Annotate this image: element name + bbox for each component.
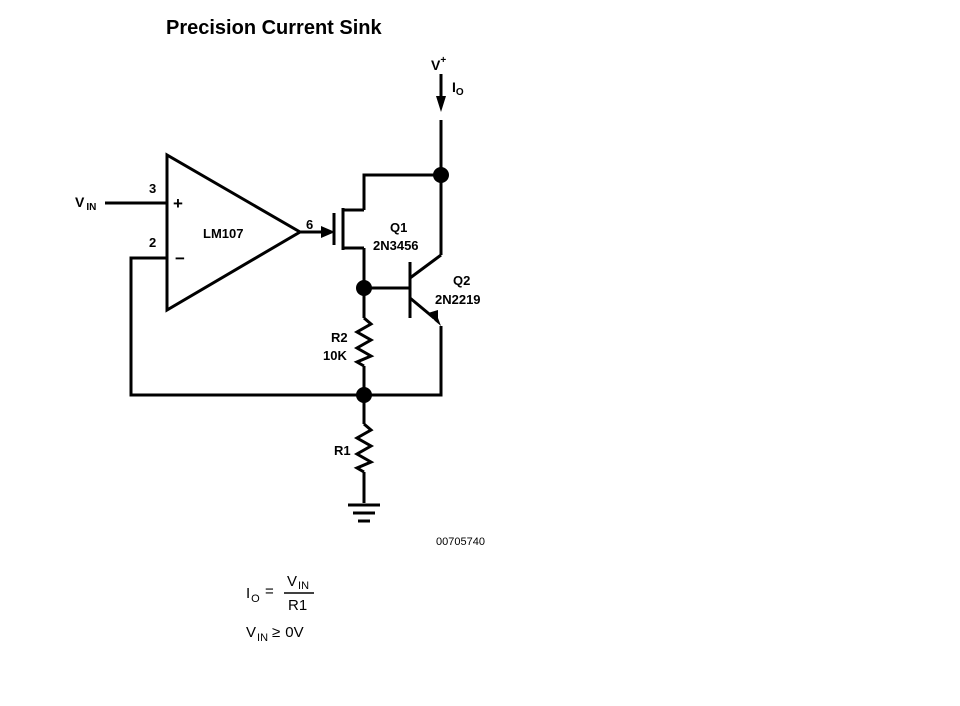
equation: IO = VIN R1 VIN≥0V — [246, 573, 314, 644]
opamp-minus: − — [175, 249, 185, 268]
opamp-plus: + — [173, 194, 183, 213]
eq-equals: = — [265, 583, 274, 600]
q1-ref: Q1 — [390, 220, 407, 235]
current-arrow-head — [436, 96, 446, 112]
q1-drain-wire — [362, 173, 441, 210]
opamp-body — [165, 152, 303, 313]
eq-lhs: IO — [246, 585, 260, 605]
feedback-wire — [129, 256, 364, 397]
gate-arrow-head — [321, 226, 335, 238]
q1-part: 2N3456 — [373, 238, 419, 253]
q2-ref: Q2 — [453, 273, 470, 288]
figure-code: 00705740 — [436, 536, 485, 548]
pin-inv: 2 — [149, 235, 156, 250]
diagram-title: Precision Current Sink — [166, 17, 382, 39]
opamp-name: LM107 — [203, 226, 243, 241]
eq-condition: VIN≥0V — [246, 624, 304, 644]
ground-icon — [348, 503, 380, 523]
eq-numerator: VIN — [287, 573, 309, 592]
q2-part: 2N2219 — [435, 292, 481, 307]
supply-label: V+ — [431, 55, 446, 73]
eq-denominator: R1 — [288, 597, 307, 614]
pin-out: 6 — [306, 217, 313, 232]
q2-emitter-wire — [364, 326, 443, 397]
q2-emitter-arrow — [428, 310, 441, 326]
current-label: IO — [452, 79, 464, 98]
r2-resistor — [353, 316, 375, 368]
q2-collector-lead — [409, 253, 442, 280]
pin-noninv: 3 — [149, 181, 156, 196]
r2-ref: R2 — [331, 330, 348, 345]
r2-value: 10K — [323, 348, 347, 363]
r1-ref: R1 — [334, 443, 351, 458]
r1-resistor — [353, 422, 375, 474]
